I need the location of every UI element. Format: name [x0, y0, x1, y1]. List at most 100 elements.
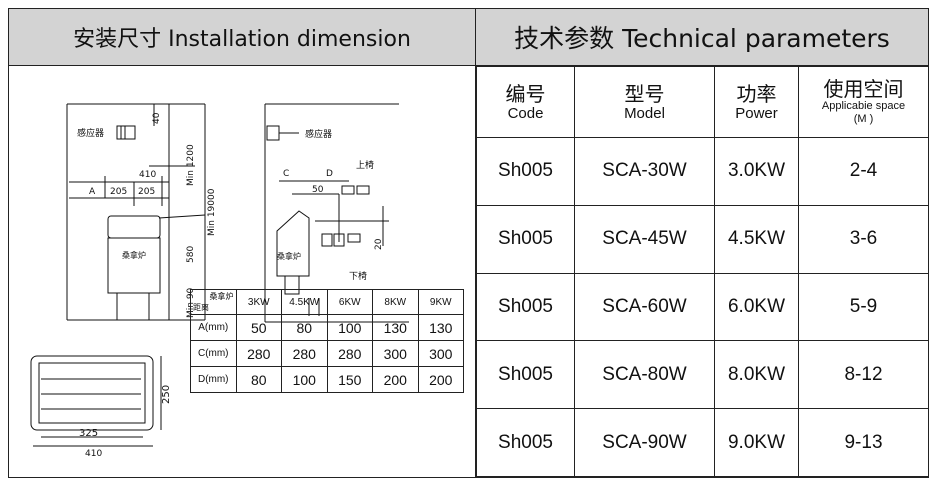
- dist-cell: 280: [326, 340, 373, 367]
- d3-dim-410: 410: [85, 449, 102, 459]
- dist-cell: 100: [326, 314, 373, 341]
- d3-dim-325: 325: [79, 428, 98, 439]
- cell-model: SCA-80W: [574, 340, 715, 410]
- header-model: 型号 Model: [574, 66, 715, 138]
- cell-power: 4.5KW: [714, 204, 799, 274]
- cell-model: SCA-60W: [574, 272, 715, 342]
- dist-cell: 50: [235, 314, 282, 341]
- header-power: 功率 Power: [714, 66, 799, 138]
- cell-code: Sh005: [476, 408, 575, 477]
- panel-divider: [475, 9, 476, 477]
- d2-sensor: [266, 125, 280, 141]
- d1-sensor-label: 感应器: [77, 127, 104, 139]
- cell-power: 3.0KW: [714, 137, 799, 206]
- d1-stove-label: 桑拿炉: [122, 250, 146, 260]
- d2-dim-20: 20: [374, 238, 384, 250]
- cell-space: 9-13: [798, 408, 929, 477]
- d1-stove-top: [107, 215, 161, 239]
- d3-dim-250: 250: [161, 385, 172, 404]
- installation-dimension-header: 安装尺寸 Installation dimension: [9, 9, 475, 66]
- d3-inner: [38, 362, 146, 424]
- cell-code: Sh005: [476, 340, 575, 410]
- installation-dimension-title: 安装尺寸 Installation dimension: [73, 27, 411, 52]
- cell-space: 3-6: [798, 204, 929, 274]
- dist-col-header: 3KW: [235, 289, 282, 315]
- cell-space: 2-4: [798, 137, 929, 206]
- table-row: Sh005 SCA-80W 8.0KW 8-12: [476, 340, 929, 410]
- d2-lower-bench-a: [321, 233, 333, 247]
- cell-power: 9.0KW: [714, 408, 799, 477]
- dist-cell: 130: [372, 314, 419, 341]
- dist-cell: 100: [281, 366, 328, 393]
- table-row: Sh005 SCA-45W 4.5KW 3-6: [476, 204, 929, 274]
- dist-cell: 130: [417, 314, 464, 341]
- dist-col-header: 9KW: [417, 289, 464, 315]
- d1-dim-a: A: [89, 187, 96, 197]
- corner-bottom-label: 距离: [193, 303, 209, 312]
- installation-drawings: 感应器 40 Min 1200 Min 19000 410 A 205 205 …: [30, 103, 409, 459]
- d2-stove: [276, 210, 310, 277]
- corner-top-label: 桑拿炉: [209, 292, 234, 301]
- d1-dim-205a: 205: [110, 187, 127, 197]
- table-row: Sh005 SCA-90W 9.0KW 9-13: [476, 408, 929, 477]
- dist-cell: 150: [326, 366, 373, 393]
- technical-parameters-title: 技术参数 Technical parameters: [514, 24, 890, 53]
- d2-sensor-label: 感应器: [305, 128, 332, 140]
- table-row: Sh005 SCA-60W 6.0KW 5-9: [476, 272, 929, 342]
- dist-cell: 300: [372, 340, 419, 367]
- d1-dim-580: 580: [186, 246, 196, 263]
- cell-model: SCA-30W: [574, 137, 715, 206]
- cell-power: 8.0KW: [714, 340, 799, 410]
- dist-cell: 200: [417, 366, 464, 393]
- d1-sensor: [116, 125, 136, 140]
- tech-table-header: 编号 Code 型号 Model 功率 Power 使用空间 Applicabi…: [476, 66, 929, 138]
- cell-space: 8-12: [798, 340, 929, 410]
- cell-code: Sh005: [476, 204, 575, 274]
- d1-stove-body: [107, 237, 161, 294]
- cell-power: 6.0KW: [714, 272, 799, 342]
- d2-lower-bench-b: [347, 233, 361, 243]
- d2-upper-bench-label: 上椅: [356, 159, 374, 171]
- cell-model: SCA-90W: [574, 408, 715, 477]
- dist-cell: 200: [372, 366, 419, 393]
- distance-table-corner: 桑拿炉 距离: [190, 289, 237, 315]
- table-row: Sh005 SCA-30W 3.0KW 2-4: [476, 137, 929, 206]
- spec-sheet: 安装尺寸 Installation dimension 技术参数 Technic…: [8, 8, 929, 478]
- d1-dim-205b: 205: [138, 187, 155, 197]
- header-space: 使用空间 Applicabie space (M ): [798, 66, 929, 138]
- cell-model: SCA-45W: [574, 204, 715, 274]
- d2-dim-c: C: [283, 169, 289, 179]
- dist-row-label: D(mm): [190, 366, 237, 393]
- technical-parameters-table: 编号 Code 型号 Model 功率 Power 使用空间 Applicabi…: [476, 66, 929, 477]
- d1-dim-min19000: Min 19000: [207, 188, 217, 236]
- dist-col-header: 4.5KW: [281, 289, 328, 315]
- dist-row-label: A(mm): [190, 314, 237, 341]
- dist-row-label: C(mm): [190, 340, 237, 367]
- dist-cell: 80: [235, 366, 282, 393]
- dist-cell: 80: [281, 314, 328, 341]
- distance-table: 桑拿炉 距离 3KW 4.5KW 6KW 8KW 9KW A(mm) 50 80…: [190, 289, 464, 393]
- technical-parameters-header: 技术参数 Technical parameters: [475, 9, 928, 66]
- d1-dim-min1200: Min 1200: [186, 144, 196, 186]
- dist-col-header: 8KW: [372, 289, 419, 315]
- dist-row-d: D(mm) 80 100 150 200 200: [190, 366, 464, 393]
- dist-row-c: C(mm) 280 280 280 300 300: [190, 340, 464, 367]
- d1-dim-40: 40: [152, 112, 162, 124]
- d2-upper-bench-b: [356, 185, 370, 195]
- dist-col-header: 6KW: [326, 289, 373, 315]
- dist-cell: 280: [235, 340, 282, 367]
- header-code: 编号 Code: [476, 66, 575, 138]
- cell-code: Sh005: [476, 137, 575, 206]
- d1-dim-410: 410: [139, 170, 156, 180]
- d2-stove-label: 桑拿炉: [277, 251, 301, 261]
- dist-row-a: A(mm) 50 80 100 130 130: [190, 314, 464, 341]
- distance-table-header: 桑拿炉 距离 3KW 4.5KW 6KW 8KW 9KW: [190, 289, 464, 315]
- d2-dim-d: D: [326, 169, 333, 179]
- d2-upper-bench-a: [341, 185, 355, 195]
- dist-cell: 280: [281, 340, 328, 367]
- d1-stove-leader: [158, 214, 206, 219]
- d2-lower-bench-label: 下椅: [349, 270, 367, 282]
- cell-space: 5-9: [798, 272, 929, 342]
- cell-code: Sh005: [476, 272, 575, 342]
- dist-cell: 300: [417, 340, 464, 367]
